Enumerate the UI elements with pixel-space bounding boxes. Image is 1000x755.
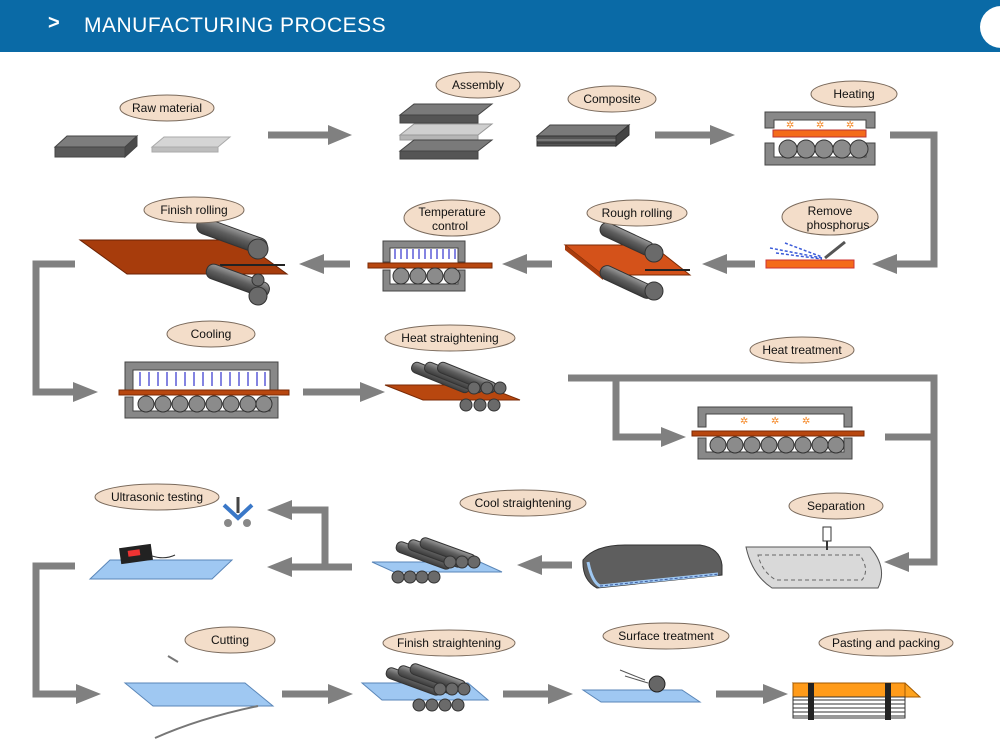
arrow-ultrasonic-to-cutting (32, 562, 101, 704)
arrow-cooling-to-heatstraight (303, 382, 385, 402)
separation-illustration (745, 526, 883, 589)
cooling-illustration (118, 361, 290, 419)
temperature-control-illustration (367, 240, 493, 292)
step-label-text: Finish straightening (397, 636, 501, 650)
raw-material-illustration (53, 134, 232, 159)
arrow-rough-to-temp (502, 254, 552, 274)
heating-illustration: ✲ ✲ ✲ (764, 111, 876, 166)
label-heat-treatment: Heat treatment (749, 336, 855, 364)
arrow-finishstraight-to-surface (503, 684, 573, 704)
svg-text:✲: ✲ (771, 416, 779, 427)
label-heat-straightening: Heat straightening (384, 324, 516, 352)
label-composite: Composite (567, 85, 657, 113)
label-cooling: Cooling (166, 320, 256, 348)
step-label-text: Heating (833, 87, 874, 101)
finish-rolling-illustration (78, 217, 289, 306)
cool-straightening-pipe-illustration (582, 544, 723, 589)
arrow-coolstraight-to-ultrasonic (267, 500, 352, 577)
label-cool-straightening: Cool straightening (459, 489, 587, 517)
arrow-heating-to-phosphorus (872, 131, 938, 274)
label-assembly: Assembly (435, 71, 521, 99)
ultrasonic-testing-illustration (88, 497, 254, 580)
label-remove-phosphorus: Remove phosphorus (781, 198, 879, 236)
arrow-composite-to-heating (655, 125, 735, 145)
header-bar: > MANUFACTURING PROCESS (0, 0, 1000, 52)
svg-text:✲: ✲ (802, 416, 810, 427)
step-label-text: Rough rolling (602, 206, 673, 220)
step-label-text: Ultrasonic testing (111, 490, 203, 504)
step-label-text: Temperature (418, 205, 486, 219)
process-diagram: ✲ ✲ ✲ (32, 71, 954, 739)
step-label-text: Composite (583, 92, 641, 106)
label-heating: Heating (810, 80, 898, 108)
header-tab (980, 6, 1000, 48)
step-label-text: Assembly (452, 78, 504, 92)
heat-treatment-illustration: ✲ ✲ ✲ (691, 406, 865, 460)
step-label-text: Pasting and packing (832, 636, 940, 650)
arrow-raw-to-assembly (268, 125, 352, 145)
step-label-text: Cutting (211, 633, 249, 647)
surface-treatment-illustration (581, 669, 702, 703)
step-labels: Raw material Assembly Composite Heating … (94, 71, 954, 657)
label-ultrasonic-testing: Ultrasonic testing (94, 483, 220, 511)
page-title: MANUFACTURING PROCESS (84, 14, 387, 37)
label-finish-rolling: Finish rolling (143, 196, 245, 224)
flow-arrows (32, 125, 938, 704)
label-pasting-and-packing: Pasting and packing (818, 629, 954, 657)
label-rough-rolling: Rough rolling (586, 199, 688, 227)
rough-rolling-illustration (563, 222, 692, 301)
arrow-finish-to-cooling (32, 260, 98, 402)
cool-straightening-illustration (371, 537, 503, 584)
label-cutting: Cutting (184, 626, 276, 654)
step-label-text: Heat straightening (401, 331, 498, 345)
svg-text:✲: ✲ (816, 120, 824, 131)
label-surface-treatment: Surface treatment (602, 622, 730, 650)
cutting-illustration (123, 655, 275, 739)
svg-text:✲: ✲ (740, 416, 748, 427)
step-label-text: phosphorus (807, 218, 870, 232)
step-label-text: Finish rolling (160, 203, 227, 217)
svg-text:✲: ✲ (786, 120, 794, 131)
arrow-phosphorus-to-rough (702, 254, 755, 274)
step-label-text: control (432, 219, 468, 233)
label-finish-straightening: Finish straightening (382, 629, 516, 657)
step-label-text: Cool straightening (475, 496, 572, 510)
step-label-text: Remove (808, 204, 853, 218)
chevron-icon: > (48, 12, 60, 34)
step-label-text: Separation (807, 499, 865, 513)
step-label-text: Raw material (132, 101, 202, 115)
remove-phosphorus-illustration (765, 240, 855, 269)
step-label-text: Heat treatment (762, 343, 842, 357)
step-label-text: Surface treatment (618, 629, 714, 643)
arrow-cutting-to-finishstraight (282, 684, 353, 704)
label-temperature-control: Temperature control (403, 199, 501, 237)
arrow-temp-to-finish (299, 254, 350, 274)
step-label-text: Cooling (191, 327, 232, 341)
arrow-to-heat-treatment (568, 374, 938, 572)
arrow-separation-to-coolstraight (517, 555, 572, 575)
svg-text:✲: ✲ (846, 120, 854, 131)
pasting-packing-illustration (791, 682, 922, 720)
arrow-surface-to-packing (716, 684, 788, 704)
label-separation: Separation (788, 492, 884, 520)
finish-straightening-illustration (360, 663, 490, 712)
label-raw-material: Raw material (119, 94, 215, 122)
assembly-illustration (398, 103, 494, 160)
heat-straightening-illustration (384, 361, 521, 412)
composite-illustration (535, 123, 631, 148)
